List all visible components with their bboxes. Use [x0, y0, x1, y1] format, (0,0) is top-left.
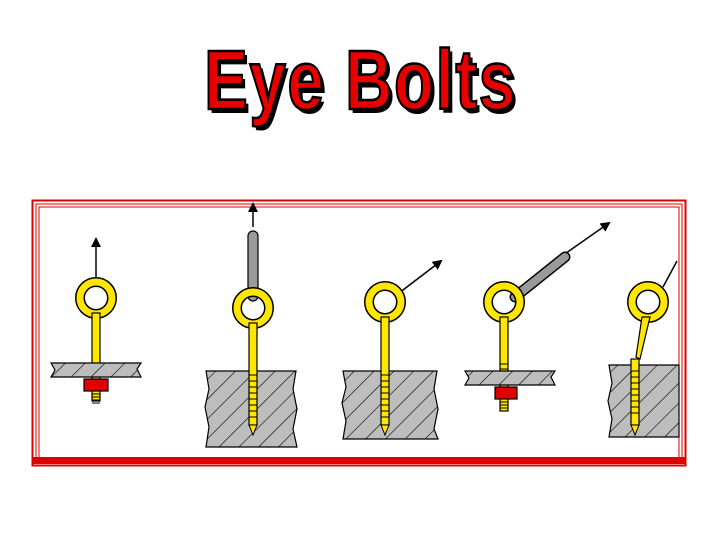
pull-arrow-icon: [662, 260, 678, 288]
bolt-shank: [248, 322, 258, 426]
panel-through-bolt-angled-rod: [463, 221, 611, 412]
lifting-rod: [511, 253, 569, 301]
slide-title-text: Eye Bolts: [203, 33, 517, 127]
eye-bolt-diagram-svg: [31, 199, 687, 467]
panel-through-bolt-vertical-pull: [49, 237, 143, 404]
bolt-shank: [91, 312, 101, 402]
thick-block: [341, 370, 439, 440]
panel-threaded-block-angled-pull: [341, 259, 443, 440]
bolt-shank: [380, 316, 390, 426]
pull-arrow-icon: [398, 259, 443, 294]
thin-plate: [49, 362, 143, 378]
nut-icon: [83, 378, 109, 392]
bolt-shank: [630, 358, 640, 426]
slide-title: Eye Bolts: [0, 30, 720, 130]
lifting-rod: [247, 230, 259, 302]
nut-icon: [494, 386, 518, 400]
panel-threaded-block-vertical-rod: [204, 202, 298, 448]
bent-bolt-neck: [635, 316, 651, 360]
thick-block: [607, 364, 680, 438]
panel-bent-bolt-failure: [607, 260, 680, 438]
thin-plate: [463, 370, 557, 386]
eye-bolt-illustration: [31, 199, 687, 467]
